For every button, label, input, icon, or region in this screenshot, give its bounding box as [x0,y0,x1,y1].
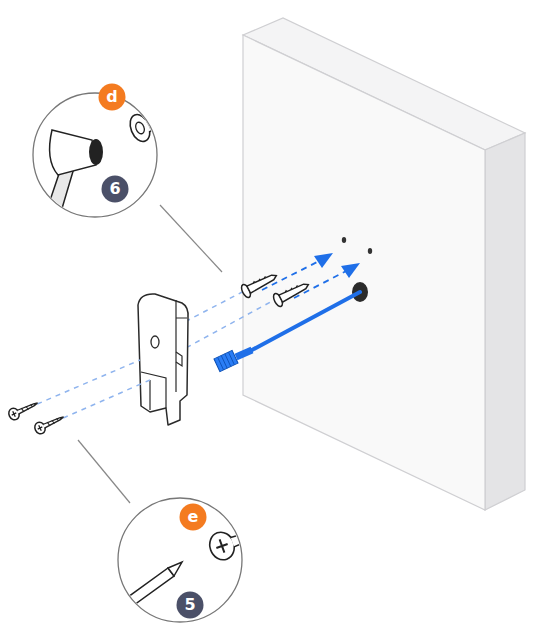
callout-text: e [188,509,199,525]
callout-text: d [106,89,117,105]
step-letter-badge: e [179,503,207,531]
callout-text: 6 [109,181,120,197]
callout-text: 5 [184,597,195,613]
step-number-badge: 5 [176,591,204,619]
step-number-badge: 6 [101,175,129,203]
step-letter-badge: d [98,83,126,111]
